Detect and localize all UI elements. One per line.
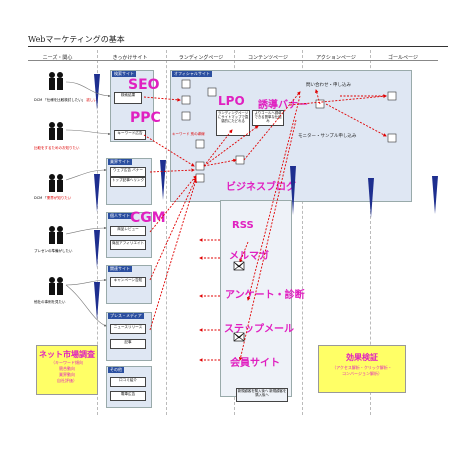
new-customer-note: 新規顧客を購入後へ 新規顧客を購入後へ	[236, 388, 288, 402]
inquiry-label: 問い合わせ・申し込み	[306, 83, 351, 88]
seo-label: SEO	[128, 77, 160, 93]
market-research-line: 自社評価）	[57, 378, 77, 383]
need-source: DCM 「仕様を比較検討したい」	[34, 98, 86, 102]
page-title: Webマーケティングの基本	[28, 35, 125, 44]
column-header-goal: ゴールページ	[388, 55, 418, 61]
banner-label: 誘導バナー	[258, 100, 308, 111]
page-box-icon	[181, 79, 397, 183]
need-text: 比較をするためのお知りたい	[34, 146, 80, 150]
search-result-box: 検索結果	[114, 92, 142, 104]
column-divider	[302, 50, 303, 415]
need-label-5: 他社の事例を見たい	[34, 300, 66, 304]
need-text: 欲しい	[86, 98, 97, 102]
header-rule	[28, 60, 438, 61]
market-research-line: 業界動向	[59, 372, 75, 377]
need-source: DCM 「	[34, 196, 47, 200]
keyword-note: キーワード 別の導線	[172, 132, 205, 136]
person-icon	[49, 72, 63, 295]
evaluation-line: コンバージョン解析）	[342, 371, 382, 376]
market-research-line: 競合動向	[59, 366, 75, 371]
monitor-label: モニター・サンプル申し込み	[298, 134, 357, 139]
lpo-label: LPO	[218, 94, 245, 108]
article-box: 記事	[110, 339, 146, 349]
related-site-tag: 関連サイト	[108, 266, 132, 272]
envelope-icon	[233, 261, 245, 342]
other-tag: その他	[108, 367, 124, 373]
evaluation-box: 効果検証 （アクセス解析・クリック解析・ コンバージョン解析）	[318, 345, 406, 393]
column-header-needs: ニーズ・関心	[42, 55, 73, 61]
train-ad-box: 電車広告	[110, 391, 146, 401]
cgm-label: CGM	[130, 210, 166, 226]
column-header-landing: ランディングページ	[178, 55, 224, 61]
evaluation-line: （アクセス解析・クリック解析・	[332, 365, 392, 370]
mailmag-label: メルマガ	[229, 251, 269, 262]
press-tag: プレス・メディア	[108, 313, 144, 319]
top-article-box: トップ記事へリンク	[110, 177, 146, 187]
need-label-1: DCM 「仕様を比較検討したい」 欲しい	[34, 98, 97, 103]
market-research-line: （キーワード傾向	[51, 360, 83, 365]
contents-box-2: よりコールへ誘導できる簡単な仕組み	[252, 110, 284, 126]
evaluation-title: 効果検証	[346, 353, 378, 362]
search-site-tag: 検索サイト	[112, 71, 136, 77]
title-rule	[28, 46, 448, 47]
market-research-title: ネット市場調査	[39, 350, 95, 359]
need-label-3: DCM 「業界が知りたい	[34, 196, 71, 201]
column-header-action: アクションページ	[316, 55, 356, 61]
column-divider	[166, 50, 167, 415]
word-of-mouth-box: 口コミ紹介	[110, 377, 146, 387]
need-label-2: 比較をするためのお知りたい	[34, 146, 80, 151]
ppc-label: PPC	[130, 110, 161, 126]
news-release-box: ニュースリリース	[110, 324, 146, 334]
rss-label: RSS	[232, 220, 254, 231]
keyword-ad-box: キーワード広告	[114, 130, 146, 140]
member-label: 会員サイト	[230, 358, 280, 369]
product-review-box: 商品レビュー	[110, 226, 146, 236]
personal-site-tag: 個人サイト	[108, 213, 132, 219]
web-banner-box: ウェブ広告 バナー	[110, 167, 146, 177]
stepmail-label: ステップメール	[224, 324, 294, 335]
contents-box-1: ランディングページにサイトマップで直感的にたどれる	[216, 110, 250, 136]
official-site-tag: オフィシャルサイト	[172, 71, 212, 77]
spike-icon	[94, 74, 438, 320]
need-text: 業界が知りたい	[46, 196, 72, 200]
product-affiliate-box: 商品アフィリエイト	[110, 240, 146, 250]
blog-label: ビジネスブログ	[226, 182, 296, 193]
survey-label: アンケート・診断	[225, 290, 305, 301]
column-header-kikkake: きっかけサイト	[112, 55, 148, 61]
market-research-box: ネット市場調査 （キーワード傾向 競合動向 業界動向 自社評価）	[36, 345, 98, 395]
need-label-4: プレゼンの準備がしたい	[34, 249, 73, 253]
industry-site-tag: 業界サイト	[108, 159, 132, 165]
campaign-box: キャンペーン告知	[110, 277, 146, 287]
column-divider	[370, 50, 371, 415]
other-group	[106, 366, 152, 408]
column-header-contents: コンテンツページ	[248, 55, 288, 61]
press-group	[106, 312, 152, 361]
